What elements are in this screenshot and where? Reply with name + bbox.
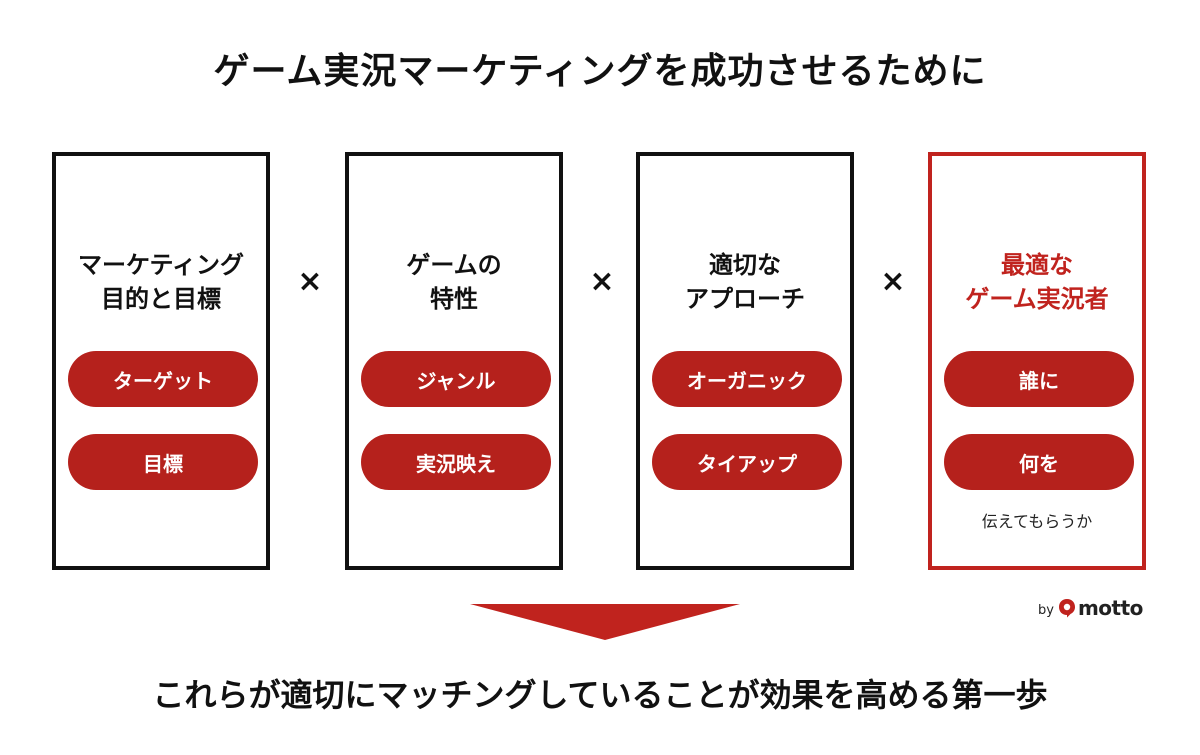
pill-organic: オーガニック <box>652 351 842 407</box>
page-title: ゲーム実況マーケティングを成功させるために <box>213 51 987 92</box>
box-title-line: ゲーム実況者 <box>965 285 1109 313</box>
box-title-line: アプローチ <box>685 285 805 313</box>
box-game-traits: ゲームの 特性 ジャンル 実況映え <box>345 152 563 570</box>
box-title-line: 特性 <box>430 285 478 313</box>
multiply-sign: × <box>297 264 323 299</box>
pill-target: ターゲット <box>68 351 258 407</box>
box-best-streamer: 最適な ゲーム実況者 誰に 何を 伝えてもらうか <box>928 152 1146 570</box>
box-title-line: マーケティング <box>77 251 245 279</box>
pill-goal: 目標 <box>68 434 258 490</box>
brand-logo: by motto <box>1038 596 1143 620</box>
box-title-line: 目的と目標 <box>101 285 221 313</box>
multiply-sign: × <box>589 264 615 299</box>
box-title-line: 適切な <box>709 251 781 279</box>
box-title: 適切な アプローチ <box>640 248 850 316</box>
pill-who: 誰に <box>944 351 1134 407</box>
box-title: 最適な ゲーム実況者 <box>932 248 1142 316</box>
box-note: 伝えてもらうか <box>981 512 1093 531</box>
conclusion-text: これらが適切にマッチングしていることが効果を高める第一歩 <box>152 676 1048 714</box>
pill-tie-up: タイアップ <box>652 434 842 490</box>
brand-by: by <box>1038 602 1054 618</box>
box-title: ゲームの 特性 <box>349 248 559 316</box>
multiply-sign: × <box>880 264 906 299</box>
pill-stream-appeal: 実況映え <box>361 434 551 490</box>
pill-what: 何を <box>944 434 1134 490</box>
box-marketing-goals: マーケティング 目的と目標 ターゲット 目標 <box>52 152 270 570</box>
box-title-line: ゲームの <box>406 251 502 279</box>
down-arrow-icon <box>470 604 740 640</box>
box-title: マーケティング 目的と目標 <box>56 248 266 316</box>
pill-genre: ジャンル <box>361 351 551 407</box>
box-approach: 適切な アプローチ オーガニック タイアップ <box>636 152 854 570</box>
brand-name: motto <box>1077 596 1143 620</box>
box-title-line: 最適な <box>1001 251 1073 279</box>
speech-bubble-icon <box>1058 599 1075 618</box>
